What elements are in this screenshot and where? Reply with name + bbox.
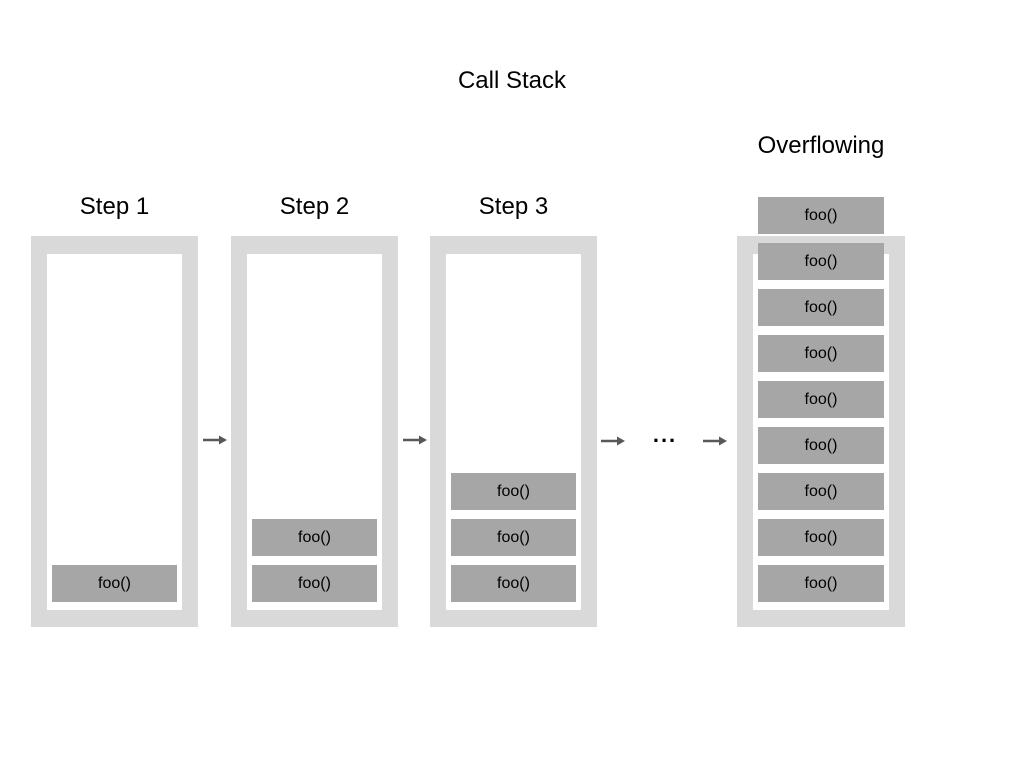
stack-frame-inner-step-1	[47, 254, 182, 610]
stack-block-step-2: foo()	[252, 565, 377, 602]
stack-frame-step-1	[31, 236, 198, 627]
stack-block-step-3: foo()	[451, 473, 576, 510]
column-step-1: Step 1 foo()	[31, 0, 198, 768]
stack-block-step-2: foo()	[252, 519, 377, 556]
stack-block-overflowing: foo()	[758, 427, 884, 464]
stack-block-overflowing: foo()	[758, 335, 884, 372]
diagram-title: Call Stack	[457, 67, 567, 94]
column-overflowing: Overflowing foo()foo()foo()foo()foo()foo…	[737, 0, 905, 768]
block-stack-overflowing: foo() foo() foo() foo() foo() foo() foo() foo()…	[758, 197, 884, 602]
column-step-3: Step 3 foo() foo() foo()	[430, 0, 597, 768]
block-stack-step-1: foo()	[52, 565, 177, 602]
arrow-right-icon-2	[403, 435, 427, 445]
stack-block-step-3: foo()	[451, 519, 576, 556]
step-2-label: Step 2	[279, 193, 350, 220]
ellipsis-separator: ...	[652, 422, 678, 447]
stack-block-step-1: foo()	[52, 565, 177, 602]
stack-block-overflowing: foo()	[758, 565, 884, 602]
column-step-2: Step 2 foo() foo()	[231, 0, 398, 768]
stack-block-overflowing: foo()	[758, 243, 884, 280]
arrow-right-icon-3	[601, 436, 625, 446]
stack-block-overflowing: foo()	[758, 197, 884, 234]
step-1-label: Step 1	[79, 193, 150, 220]
block-stack-step-3: foo() foo() foo()	[451, 473, 576, 602]
stack-block-overflowing: foo()	[758, 473, 884, 510]
stack-block-step-3: foo()	[451, 565, 576, 602]
overflowing-label: Overflowing	[757, 132, 885, 159]
arrow-right-icon-1	[203, 435, 227, 445]
stack-block-overflowing: foo()	[758, 381, 884, 418]
stack-block-overflowing: foo()	[758, 519, 884, 556]
stack-block-overflowing: foo()	[758, 289, 884, 326]
step-3-label: Step 3	[478, 193, 549, 220]
arrow-right-icon-4	[703, 436, 727, 446]
block-stack-step-2: foo() foo()	[252, 519, 377, 602]
